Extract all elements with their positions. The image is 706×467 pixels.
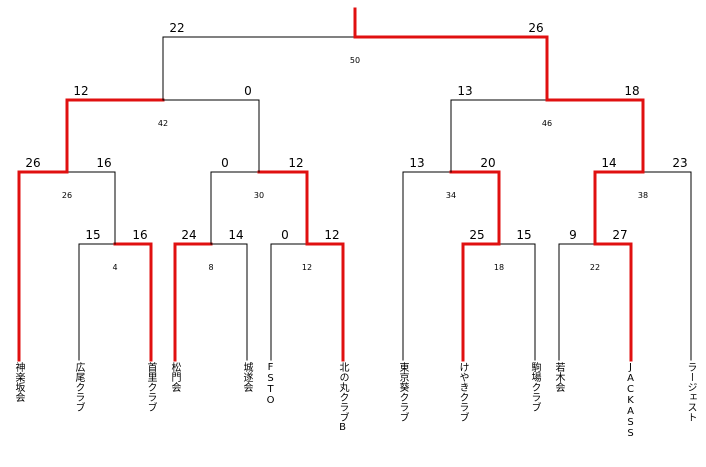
m22-left-score: 9 <box>569 228 577 242</box>
m4-right-score: 16 <box>132 228 147 242</box>
m30-right-score: 12 <box>288 156 303 170</box>
team-name: ラージェスト <box>685 362 696 422</box>
team-name: 駒場クラブ <box>529 362 540 412</box>
m8-right-score: 14 <box>228 228 243 242</box>
team-name: 広尾クラブ <box>73 362 84 412</box>
team-name: FSTO <box>265 362 276 406</box>
m4-left-score: 15 <box>85 228 100 242</box>
team-name: 東京葵クラブ <box>397 362 408 422</box>
m18-left-score: 25 <box>469 228 484 242</box>
m30-left-score: 0 <box>221 156 229 170</box>
team-name: 首里クラブ <box>145 362 156 412</box>
m12-match-number: 12 <box>302 263 312 272</box>
m34-right-score: 20 <box>480 156 495 170</box>
m34-left-score: 13 <box>409 156 424 170</box>
m12-left-score: 0 <box>281 228 289 242</box>
team-name: けやきクラブ <box>457 362 468 422</box>
m42-match-number: 42 <box>158 119 168 128</box>
team-name: 若木会 <box>553 362 564 392</box>
m34-match-number: 34 <box>446 191 456 200</box>
team-name: 城遂会 <box>241 362 252 392</box>
m42-right-score: 0 <box>244 84 252 98</box>
bracket-lines <box>17 7 692 362</box>
team-name: 北の丸クラブB <box>337 362 348 433</box>
m38-left-score: 14 <box>601 156 616 170</box>
team-name: 松門会 <box>169 362 180 392</box>
m4-match-number: 4 <box>112 263 117 272</box>
m22-right-score: 27 <box>612 228 627 242</box>
m38-right-score: 23 <box>672 156 687 170</box>
m46-match-number: 46 <box>542 119 552 128</box>
m50-right-score: 26 <box>528 21 543 35</box>
m18-match-number: 18 <box>494 263 504 272</box>
m46-left-score: 13 <box>457 84 472 98</box>
m26-right-score: 16 <box>96 156 111 170</box>
m26-match-number: 26 <box>62 191 72 200</box>
m12-right-score: 12 <box>324 228 339 242</box>
m22-match-number: 22 <box>590 263 600 272</box>
m8-left-score: 24 <box>181 228 196 242</box>
m50-left-score: 22 <box>169 21 184 35</box>
m46-right-score: 18 <box>624 84 639 98</box>
m30-match-number: 30 <box>254 191 264 200</box>
team-name: JACKASS <box>625 362 636 439</box>
m50-match-number: 50 <box>350 56 360 65</box>
m38-match-number: 38 <box>638 191 648 200</box>
team-name: 神楽坂会 <box>13 362 24 402</box>
m18-right-score: 15 <box>516 228 531 242</box>
m26-left-score: 26 <box>25 156 40 170</box>
m42-left-score: 12 <box>73 84 88 98</box>
m8-match-number: 8 <box>208 263 213 272</box>
